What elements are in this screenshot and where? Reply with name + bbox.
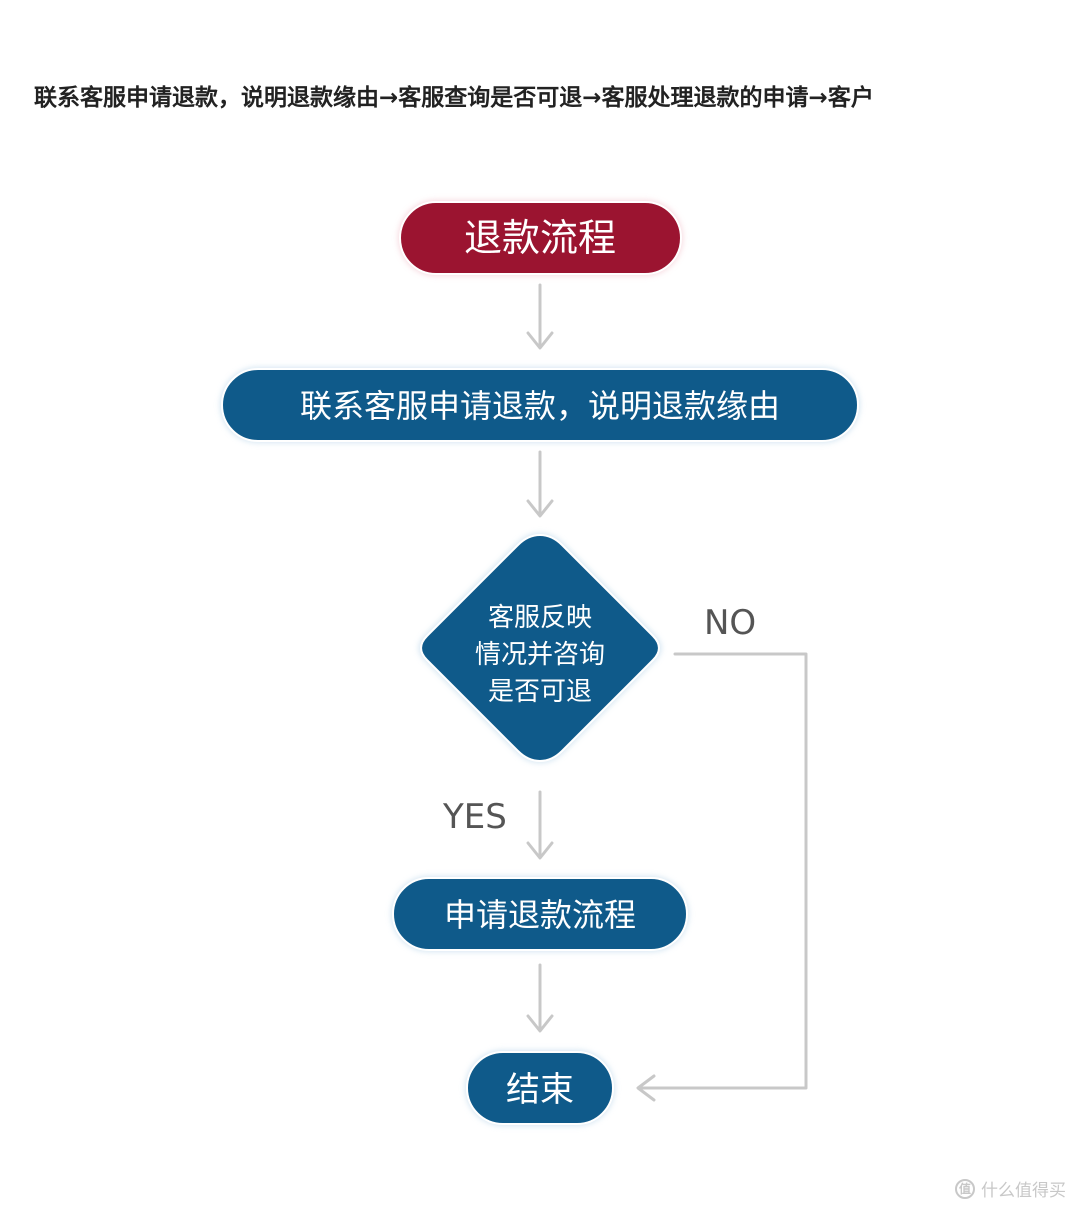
arrowhead-decision xyxy=(526,499,554,518)
step1-node-label: 联系客服申请退款，说明退款缘由 xyxy=(300,387,780,425)
header-text: 联系客服申请退款，说明退款缘由→客服查询是否可退→客服处理退款的申请→客户 xyxy=(34,85,874,111)
decision-line-3: 是否可退 xyxy=(488,677,592,707)
start-node-label: 退款流程 xyxy=(464,216,616,260)
watermark: 值 什么值得买 xyxy=(955,1176,1066,1201)
arrowhead-end-no xyxy=(636,1074,656,1102)
step1-node: 联系客服申请退款，说明退款缘由 xyxy=(220,367,860,443)
end-node-label: 结束 xyxy=(506,1070,574,1110)
start-node: 退款流程 xyxy=(398,200,683,276)
decision-node: 客服反映 情况并咨询 是否可退 xyxy=(418,533,662,763)
connectors xyxy=(526,283,808,1102)
no-label: NO xyxy=(704,603,756,643)
arrowhead-end xyxy=(526,1014,554,1033)
yes-label: YES xyxy=(442,797,507,837)
end-node: 结束 xyxy=(465,1050,615,1126)
arrowhead-step2 xyxy=(526,841,554,860)
decision-line-2: 情况并咨询 xyxy=(475,640,605,670)
arrowhead-step1 xyxy=(526,331,554,350)
connector-no-path xyxy=(638,652,808,1090)
watermark-logo-icon: 值 xyxy=(955,1178,975,1199)
step2-node: 申请退款流程 xyxy=(391,876,689,952)
decision-line-1: 客服反映 xyxy=(488,603,592,633)
watermark-text: 什么值得买 xyxy=(981,1181,1066,1201)
step2-node-label: 申请退款流程 xyxy=(444,896,636,934)
